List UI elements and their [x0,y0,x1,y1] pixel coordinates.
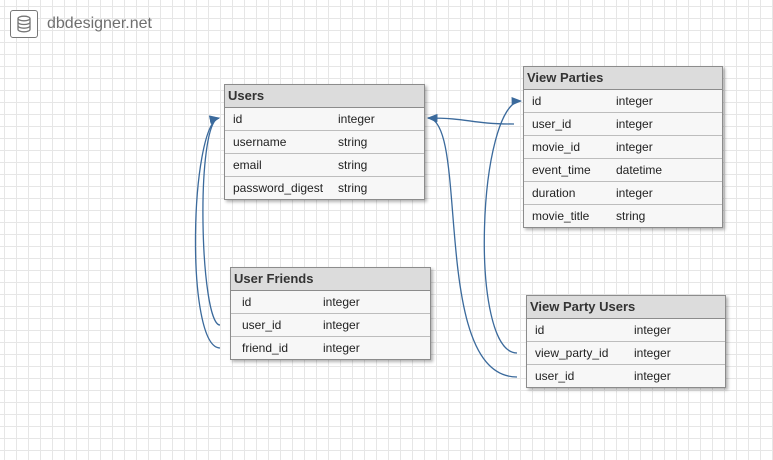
table-title[interactable]: Users [225,85,424,108]
field-row[interactable]: duration integer [524,182,722,205]
field-row[interactable]: movie_title string [524,205,722,227]
field-name: user_id [535,369,575,383]
field-row[interactable]: view_party_id integer [527,342,725,365]
field-type: integer [323,318,360,332]
field-row[interactable]: password_digest string [225,177,424,199]
field-row[interactable]: username string [225,131,424,154]
field-row[interactable]: user_id integer [231,314,430,337]
table-title[interactable]: User Friends [231,268,430,291]
table-title[interactable]: View Parties [524,67,722,90]
field-type: integer [616,186,653,200]
field-name: user_id [242,318,282,332]
field-type: integer [616,140,653,154]
field-name: view_party_id [535,346,609,360]
field-name: email [233,158,262,172]
field-row[interactable]: user_id integer [527,365,725,387]
relation-user-friends-friend-id [194,116,221,349]
field-name: id [532,94,542,108]
field-name: password_digest [233,181,324,195]
field-row[interactable]: movie_id integer [524,136,722,159]
field-type: integer [338,112,375,126]
table-view-party-users[interactable]: View Party Users id integer view_party_id… [526,295,726,388]
field-row[interactable]: id integer [225,108,424,131]
database-icon [10,10,38,38]
field-row[interactable]: id integer [231,291,430,314]
field-name: duration [532,186,576,200]
field-row[interactable]: user_id integer [524,113,722,136]
field-row[interactable]: id integer [527,319,725,342]
field-type: datetime [616,163,663,177]
field-type: string [338,181,368,195]
field-name: username [233,135,287,149]
relation-view-parties-user-id [426,113,515,125]
relation-view-party-users-user-id [426,114,518,378]
field-row[interactable]: email string [225,154,424,177]
field-row[interactable]: friend_id integer [231,337,430,359]
field-type: integer [634,346,671,360]
table-title[interactable]: View Party Users [527,296,725,319]
field-name: movie_id [532,140,581,154]
field-type: integer [634,323,671,337]
field-type: integer [323,341,360,355]
field-name: friend_id [242,341,289,355]
field-row[interactable]: event_time datetime [524,159,722,182]
table-users[interactable]: Users id integer username string email stri… [224,84,425,200]
field-name: id [535,323,545,337]
brand-name: dbdesigner.net [47,15,152,32]
field-name: event_time [532,163,591,177]
field-type: integer [616,117,653,131]
field-type: string [338,158,368,172]
field-name: movie_title [532,209,590,223]
relation-user-friends-user-id [202,115,221,326]
field-row[interactable]: id integer [524,90,722,113]
field-type: string [338,135,368,149]
field-name: id [233,112,243,126]
field-type: integer [323,295,360,309]
field-name: id [242,295,252,309]
field-type: string [616,209,646,223]
field-type: integer [634,369,671,383]
brand-logo[interactable]: dbdesigner.net [10,10,152,38]
field-name: user_id [532,117,572,131]
field-type: integer [616,94,653,108]
relation-view-party-users-view-party-id [483,97,523,354]
